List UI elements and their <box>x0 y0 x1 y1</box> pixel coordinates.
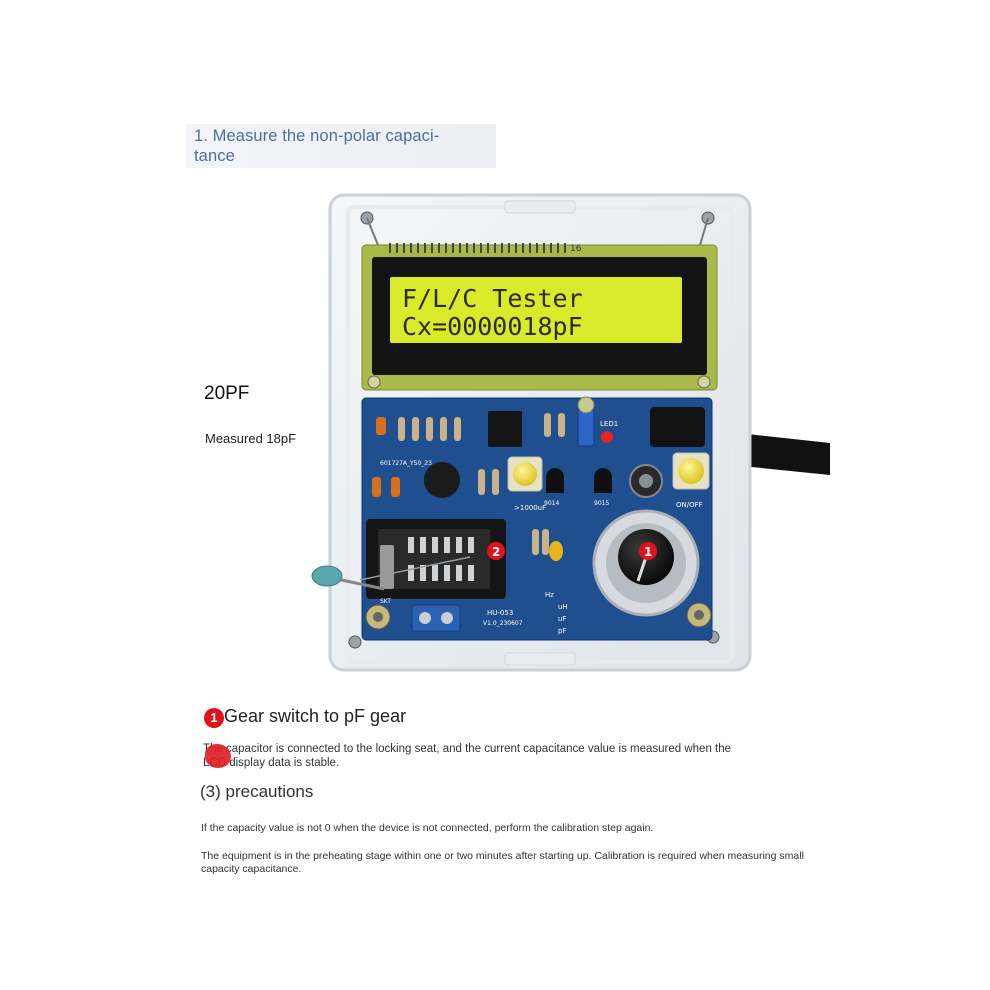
precaution-note-1: If the capacity value is not 0 when the … <box>201 822 654 834</box>
transistor-2-label: 9015 <box>594 500 609 507</box>
red-blot <box>205 744 231 768</box>
marker-2-label: 2 <box>492 545 500 559</box>
on-off-button[interactable] <box>678 458 704 484</box>
heading-line-2: tance <box>194 147 235 165</box>
led-label: LED1 <box>600 420 618 428</box>
transistor-1-label: 9014 <box>544 500 559 507</box>
on-off-label: ON/OFF <box>676 501 703 509</box>
marker-2 <box>487 542 505 560</box>
precautions-title: (3) precautions <box>200 782 314 801</box>
step-description-line-1: The capacitor is connected to the lockin… <box>203 743 732 755</box>
header-label: 16 <box>570 244 582 254</box>
step-description: The capacitor is connected to the lockin… <box>203 742 783 770</box>
ic-chip <box>488 411 522 447</box>
uh-label: uH <box>558 603 568 611</box>
test-capacitor <box>311 565 343 587</box>
nominal-value-label: 20PF <box>204 383 250 404</box>
hz-label: Hz <box>545 591 554 599</box>
measured-value-label: Measured 18pF <box>205 431 297 446</box>
cap-range-label: >1000uF <box>514 504 546 512</box>
heading-line-1: 1. Measure the non-polar capaci- <box>194 127 440 145</box>
model-label: HU-053 <box>487 609 513 617</box>
step-marker: 1 <box>204 708 224 728</box>
skt-label: SKT <box>380 598 391 605</box>
precaution-note-2: The equipment is in the preheating stage… <box>201 850 804 875</box>
lcd-line-1: F/L/C Tester <box>402 284 583 313</box>
step-description-line-2: LCD display data is stable. <box>203 757 340 769</box>
board-code: 601727A_Y50_23 <box>380 460 432 467</box>
dc-jack <box>650 407 705 447</box>
led-indicator <box>601 431 613 443</box>
marker-1 <box>639 542 657 560</box>
lcd-screen <box>390 277 682 343</box>
cal-button[interactable] <box>513 462 537 486</box>
lcd-line-2: Cx=0000018pF <box>402 312 583 341</box>
uf-label: uF <box>558 615 566 623</box>
section-heading: 1. Measure the non-polar capaci- tance <box>186 124 496 168</box>
step-title: Gear switch to pF gear <box>224 706 407 726</box>
marker-1-label: 1 <box>644 545 652 559</box>
version-label: V1.0_230607 <box>483 620 523 627</box>
lcr-tester-photo: 16 F/L/C Tester Cx=0000018pF LED1 9014 9… <box>311 193 830 672</box>
terminal-block[interactable] <box>411 604 461 632</box>
pf-label: pF <box>558 627 566 635</box>
